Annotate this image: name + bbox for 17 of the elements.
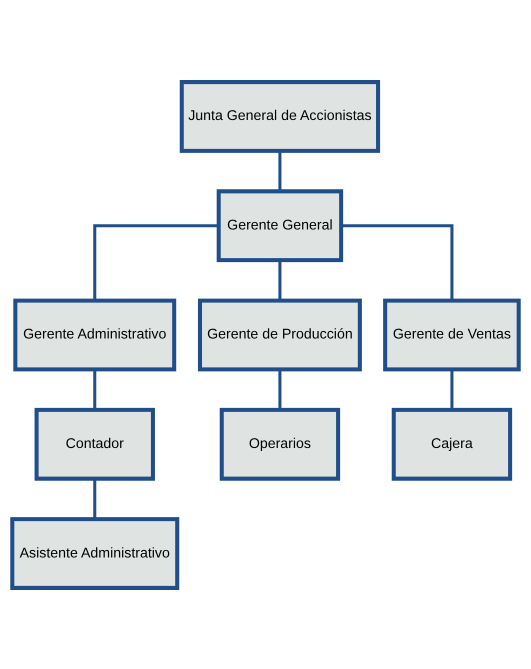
node-box: Gerente de Ventas xyxy=(383,298,521,371)
connector xyxy=(450,369,454,410)
node-box: Asistente Administrativo xyxy=(10,516,180,590)
node-box: Gerente de Producción xyxy=(198,298,362,371)
node-box: Gerente General xyxy=(216,188,344,262)
node-box: Gerente Administrativo xyxy=(13,298,176,371)
node-box: Junta General de Accionistas xyxy=(180,80,380,152)
connector xyxy=(342,224,454,300)
connector xyxy=(278,150,282,190)
connector xyxy=(93,224,219,300)
connector xyxy=(93,369,96,410)
connector xyxy=(93,478,96,518)
node-box: Cajera xyxy=(392,407,512,480)
connector xyxy=(278,369,282,410)
node-box: Operarios xyxy=(220,407,340,480)
node-box: Contador xyxy=(34,407,155,480)
connector xyxy=(278,260,282,300)
